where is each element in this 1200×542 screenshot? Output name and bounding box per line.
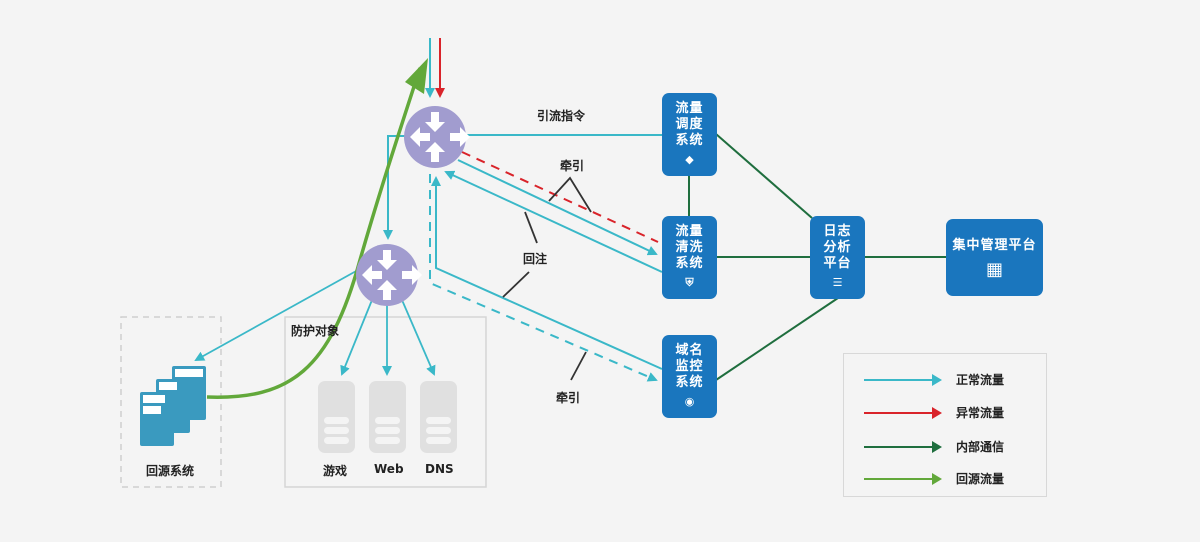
label-traction-bottom: 牵引 xyxy=(556,391,581,405)
route-sign-icon: ◆ xyxy=(685,153,694,166)
menu-lines-icon: ☰ xyxy=(832,276,843,289)
box-log-analysis[interactable]: 日志 分析 平台 ☰ xyxy=(810,216,865,299)
traction-to-dns xyxy=(429,174,658,382)
router-bottom[interactable] xyxy=(356,244,422,306)
router-arrows-icon xyxy=(410,112,470,162)
label-traction-top: 牵引 xyxy=(560,159,585,173)
origin-servers-icon xyxy=(140,366,206,446)
origin-system-frame xyxy=(120,316,222,488)
protected-group-frame xyxy=(284,316,487,488)
internal-links xyxy=(688,133,947,381)
label-diversion-command: 引流指令 xyxy=(537,109,586,123)
box-central-management[interactable]: 集中管理平台 ▦ xyxy=(946,219,1043,296)
box-traffic-dispatch[interactable]: 流量 调度 系统 ◆ xyxy=(662,93,717,176)
shield-icon: ⛨ xyxy=(685,276,694,289)
router-link xyxy=(383,135,405,240)
label-reinjection: 回注 xyxy=(523,252,548,266)
legend: 正常流量 异常流量 内部通信 回源流量 xyxy=(843,353,1047,497)
annotation-pointers xyxy=(502,176,592,381)
box-traffic-cleaning[interactable]: 流量 清洗 系统 ⛨ xyxy=(662,216,717,299)
traction-abnormal xyxy=(461,151,659,243)
origin-flow-arrowhead xyxy=(405,58,428,94)
grid-icon: ▦ xyxy=(985,258,1003,280)
label-protected-group: 防护对象 xyxy=(291,324,340,338)
label-origin-system: 回源系统 xyxy=(146,464,195,478)
box-dns-monitor[interactable]: 域名 监控 系统 ◉ xyxy=(662,335,717,418)
server-icon-dns xyxy=(420,381,457,453)
server-label-game: 游戏 xyxy=(323,464,348,478)
distribution-links xyxy=(194,269,436,376)
server-icon-game xyxy=(318,381,355,453)
reinjection-line xyxy=(444,170,663,273)
server-label-web: Web xyxy=(374,462,404,476)
router-arrows-icon xyxy=(362,250,422,300)
server-icon-web xyxy=(369,381,406,453)
traction-to-cleaning xyxy=(457,159,658,256)
router-top[interactable] xyxy=(404,106,470,168)
reinjection-dns xyxy=(431,176,663,370)
globe-icon: ◉ xyxy=(684,395,695,408)
server-label-dns: DNS xyxy=(425,462,454,476)
